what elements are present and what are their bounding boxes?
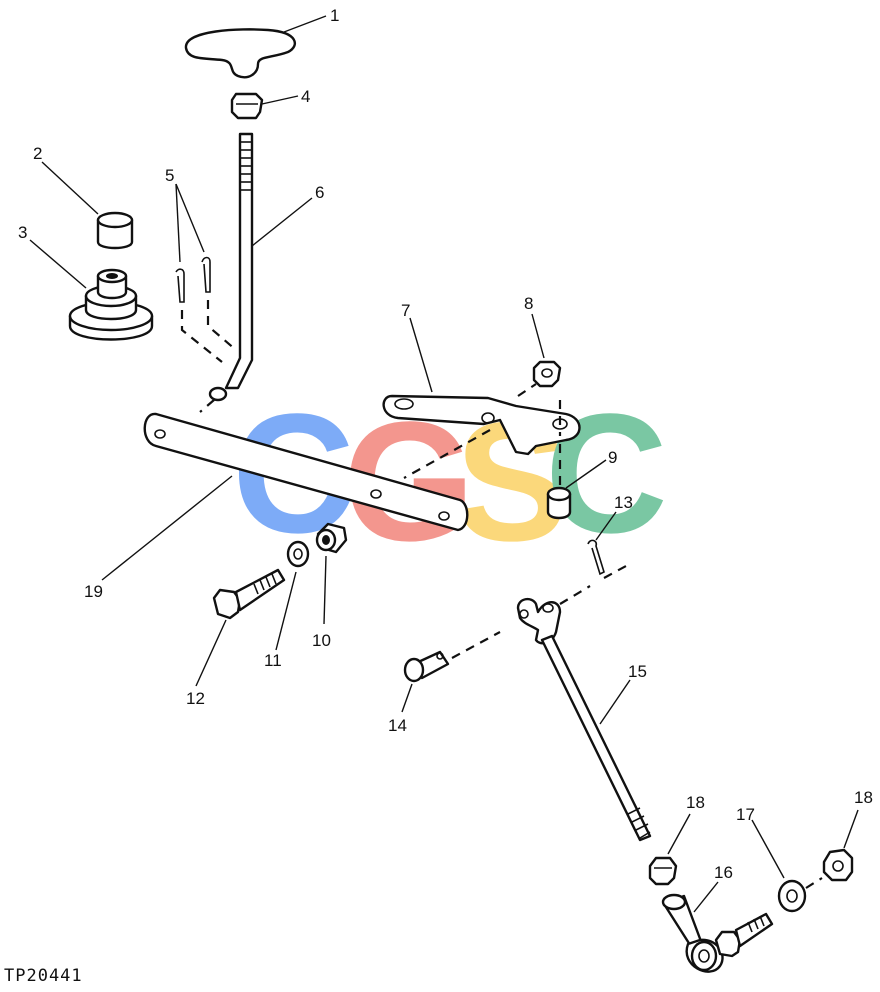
part-18-nut-left [648,856,678,886]
callout-2: 2 [33,144,42,163]
callout-18-left: 18 [686,793,705,812]
drawing-reference-code: TP20441 [4,966,83,986]
leader-lines [29,15,859,913]
callout-3: 3 [18,223,27,242]
part-2-bushing [96,211,134,250]
callout-9: 9 [608,448,617,467]
callout-18-right: 18 [854,788,873,807]
callout-14: 14 [388,716,407,735]
part-11-washer [286,540,310,568]
part-12-bolt [212,568,286,620]
part-3-boot [68,268,154,341]
part-1-t-handle-knob [184,28,297,79]
watermark-letter-4: C [545,379,668,569]
callout-13: 13 [614,493,633,512]
part-8-nut [532,360,562,388]
callout-15: 15 [628,662,647,681]
callout-5: 5 [165,166,174,185]
callout-8: 8 [524,294,533,313]
callout-16: 16 [714,863,733,882]
callout-7: 7 [401,301,410,320]
part-17-washer [777,877,823,913]
part-16-swivel [661,893,774,973]
part-18-nut-right [822,848,854,882]
callout-11: 11 [264,651,282,670]
part-4-nut [230,92,264,120]
part-19-link-bar [143,412,469,532]
callout-12: 12 [186,689,205,708]
callout-10: 10 [312,631,331,650]
part-6-control-rod [199,132,254,413]
callout-6: 6 [315,183,324,202]
part-5-cotter-pins [175,256,237,363]
part-7-bracket [382,383,581,479]
part-9-spacer [546,444,572,520]
callout-4: 4 [301,87,310,106]
callout-19: 19 [84,582,103,601]
callout-numbers: 1 2 3 4 5 6 7 8 9 10 11 12 13 14 15 16 1… [18,6,873,882]
part-14-clevis-pin [403,631,501,683]
callout-1: 1 [330,6,339,25]
part-10-spacer [315,522,348,554]
part-13-cotter-pin [587,539,627,579]
part-15-clevis-rod [516,585,652,842]
callout-17: 17 [736,805,755,824]
